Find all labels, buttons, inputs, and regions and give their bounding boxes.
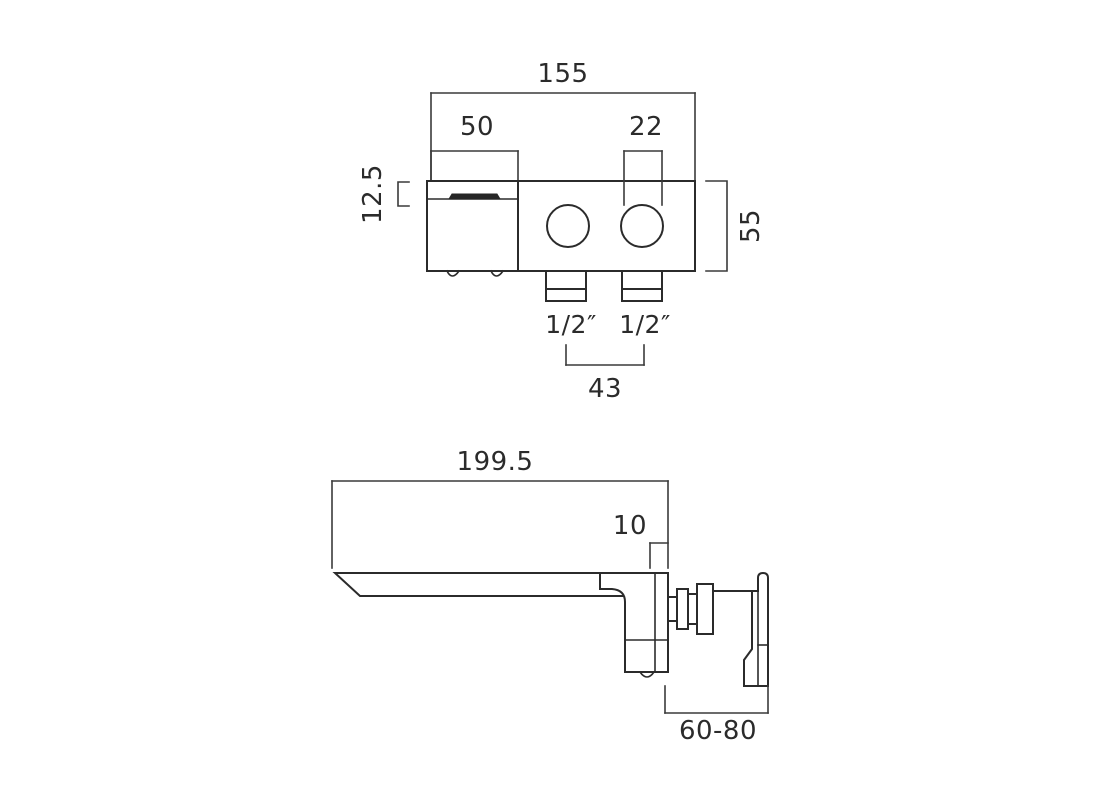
dim-43-label: 43 bbox=[588, 374, 622, 404]
dim-22-label: 22 bbox=[629, 112, 663, 142]
spout-outlet-nub bbox=[638, 670, 656, 678]
connector-collar-c bbox=[687, 593, 698, 625]
inlet-stub-left-upper bbox=[545, 270, 587, 290]
dimension-50: 50 bbox=[430, 112, 519, 181]
spout-riser bbox=[599, 572, 669, 673]
spout-arm bbox=[332, 572, 669, 678]
dimension-12-5: 12.5 bbox=[358, 164, 410, 224]
connector-collar-a bbox=[667, 596, 678, 622]
valve-body bbox=[426, 180, 696, 277]
dimension-22: 22 bbox=[623, 112, 663, 206]
top-view-group: 155 50 22 12.5 55 bbox=[358, 59, 766, 404]
dim-60-80-label: 60-80 bbox=[679, 716, 757, 746]
inlet-stub-right-lower bbox=[621, 288, 663, 302]
wall-plate bbox=[712, 571, 769, 687]
valve-foot-left bbox=[445, 269, 461, 277]
dimension-10: 10 bbox=[613, 511, 669, 569]
dimension-155: 155 bbox=[430, 59, 696, 181]
dimension-199-5: 199.5 bbox=[331, 447, 669, 569]
dim-12-5-bracket bbox=[397, 181, 410, 207]
dim-55-bracket bbox=[705, 180, 728, 272]
dim-12-5-label: 12.5 bbox=[358, 164, 388, 224]
inlet-stub-right-upper bbox=[621, 270, 663, 290]
label-half-inch-left: 1/2″ bbox=[545, 310, 597, 339]
dim-55-label: 55 bbox=[736, 209, 766, 243]
spout-arm-body bbox=[332, 572, 626, 597]
dimension-43: 43 bbox=[565, 344, 645, 404]
inlet-stubs bbox=[545, 270, 663, 302]
dimension-60-80: 60-80 bbox=[664, 685, 769, 746]
control-knob-left bbox=[546, 204, 590, 248]
connector-collar-b bbox=[676, 588, 689, 630]
valve-foot-right bbox=[489, 269, 505, 277]
wall-connector bbox=[667, 583, 714, 635]
dim-50-label: 50 bbox=[460, 112, 494, 142]
control-knob-right bbox=[620, 204, 664, 248]
label-half-inch-right: 1/2″ bbox=[619, 310, 671, 339]
wall-plate-profile bbox=[713, 571, 769, 687]
inlet-stub-left-lower bbox=[545, 288, 587, 302]
dim-155-label: 155 bbox=[537, 59, 588, 89]
dim-199-5-label: 199.5 bbox=[457, 447, 534, 477]
connector-hex bbox=[696, 583, 714, 635]
dimension-55: 55 bbox=[705, 180, 766, 272]
lever-bar bbox=[448, 193, 501, 200]
side-view-group: 199.5 10 bbox=[331, 447, 769, 746]
dim-10-label: 10 bbox=[613, 511, 647, 541]
